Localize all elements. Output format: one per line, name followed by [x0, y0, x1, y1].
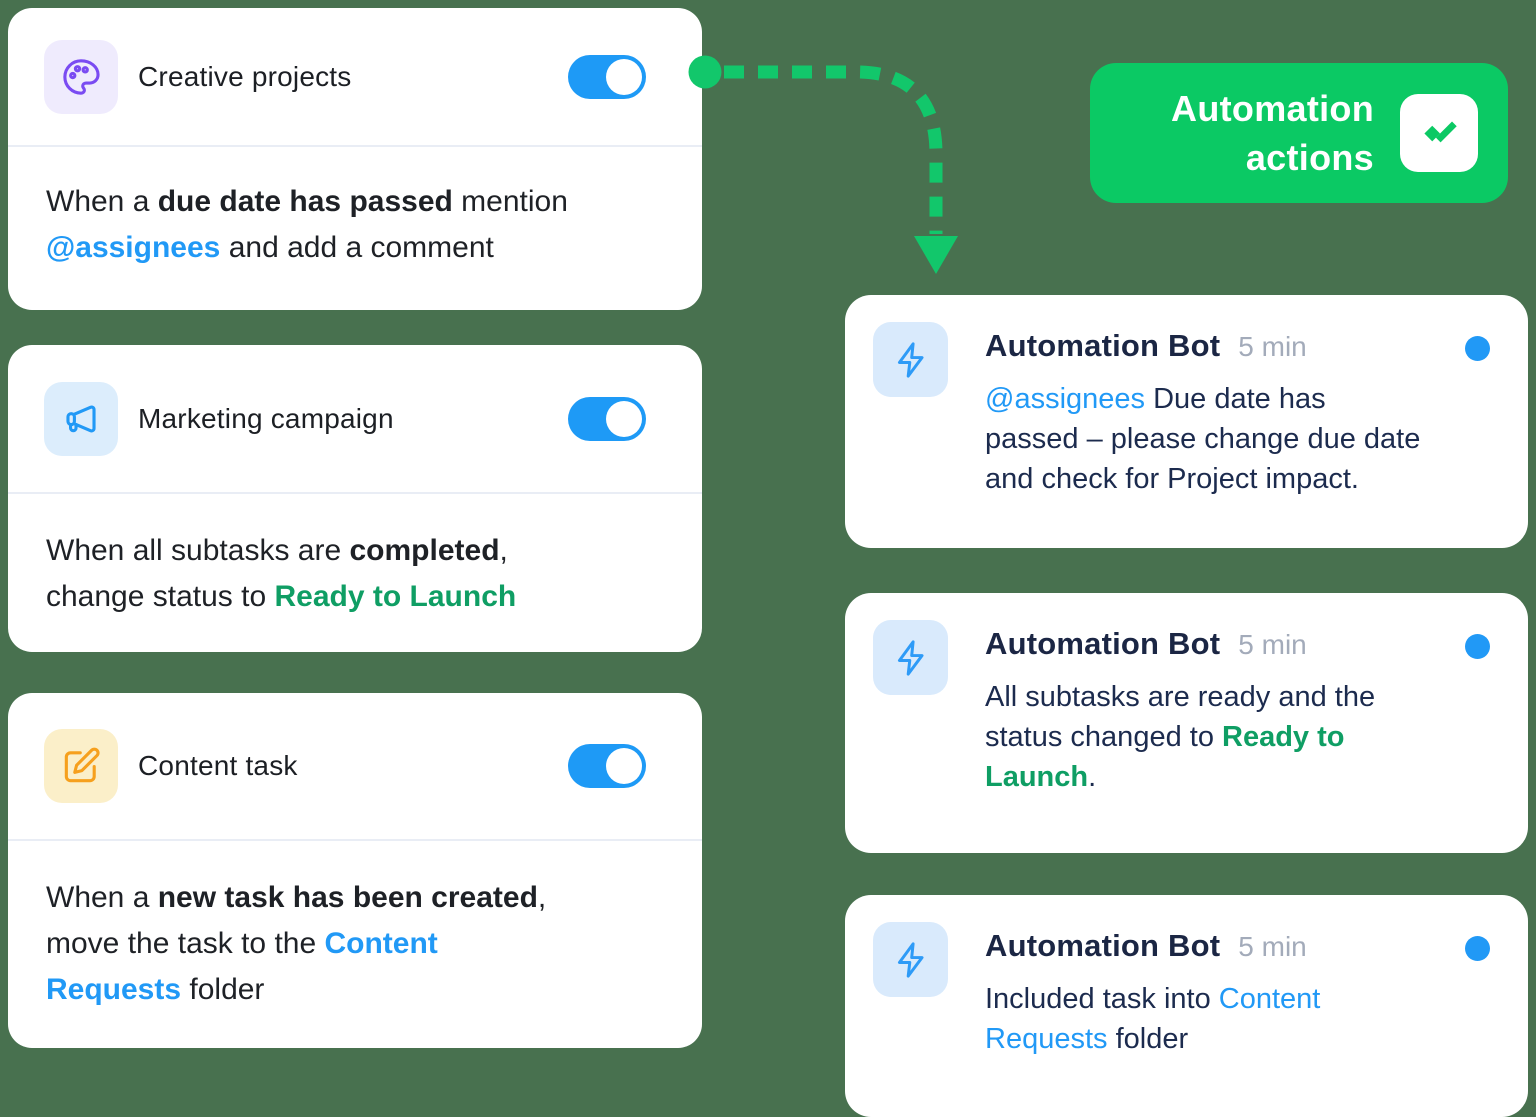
flow-arrow [688, 55, 958, 274]
divider [8, 492, 702, 494]
unread-dot [1465, 336, 1490, 361]
toggle-knob [606, 400, 642, 437]
arrow-start-dot [688, 55, 722, 89]
automation-actions-button[interactable]: Automation actions [1090, 63, 1508, 203]
notification-content: Automation Bot 5 min @assignees Due date… [845, 295, 1528, 499]
arrowhead [914, 236, 958, 274]
rule-card-content-task: Content task When a new task has been cr… [8, 693, 702, 1048]
wrike-check-icon [1400, 94, 1478, 172]
lightning-bolt-icon [873, 620, 948, 695]
rule-card-header: Content task [8, 693, 702, 839]
lightning-bolt-icon [873, 922, 948, 997]
rule-description: When a due date has passed mention@assig… [46, 185, 568, 264]
divider [8, 145, 702, 147]
toggle-knob [606, 748, 642, 784]
palette-icon [44, 39, 118, 114]
bot-name: Automation Bot [985, 328, 1221, 363]
unread-dot [1465, 936, 1490, 961]
rule-description: When a new task has been created,move th… [46, 881, 547, 1006]
rule-title: Content task [138, 750, 298, 781]
divider [8, 839, 702, 841]
notification-content: Automation Bot 5 min Included task into … [845, 895, 1528, 1059]
rule-card-creative-projects: Creative projects When a due date has pa… [8, 8, 702, 310]
notification-time: 5 min [1238, 931, 1307, 962]
megaphone-icon [44, 381, 118, 456]
notification-card[interactable]: Automation Bot 5 min Included task into … [845, 895, 1528, 1117]
rule-card-header: Creative projects [8, 8, 702, 145]
pencil-square-icon [44, 729, 118, 803]
notification-time: 5 min [1238, 629, 1307, 660]
unread-dot [1465, 634, 1490, 659]
rule-card-marketing-campaign: Marketing campaign When all subtasks are… [8, 345, 702, 652]
notification-time: 5 min [1238, 331, 1307, 362]
bot-name: Automation Bot [985, 626, 1221, 661]
notification-card[interactable]: Automation Bot 5 min All subtasks are re… [845, 593, 1528, 853]
toggle-marketing-campaign[interactable] [568, 396, 646, 441]
toggle-content-task[interactable] [568, 744, 646, 788]
rule-description: When all subtasks are completed,change s… [46, 534, 517, 613]
bot-name: Automation Bot [985, 928, 1221, 963]
rule-title: Marketing campaign [138, 402, 394, 434]
toggle-knob [606, 58, 642, 95]
rule-card-header: Marketing campaign [8, 345, 702, 492]
notification-content: Automation Bot 5 min All subtasks are re… [845, 593, 1528, 797]
notification-card[interactable]: Automation Bot 5 min @assignees Due date… [845, 295, 1528, 548]
automation-actions-label: Automation actions [1171, 88, 1374, 178]
rule-title: Creative projects [138, 60, 352, 92]
toggle-creative-projects[interactable] [568, 54, 646, 99]
lightning-bolt-icon [873, 322, 948, 397]
